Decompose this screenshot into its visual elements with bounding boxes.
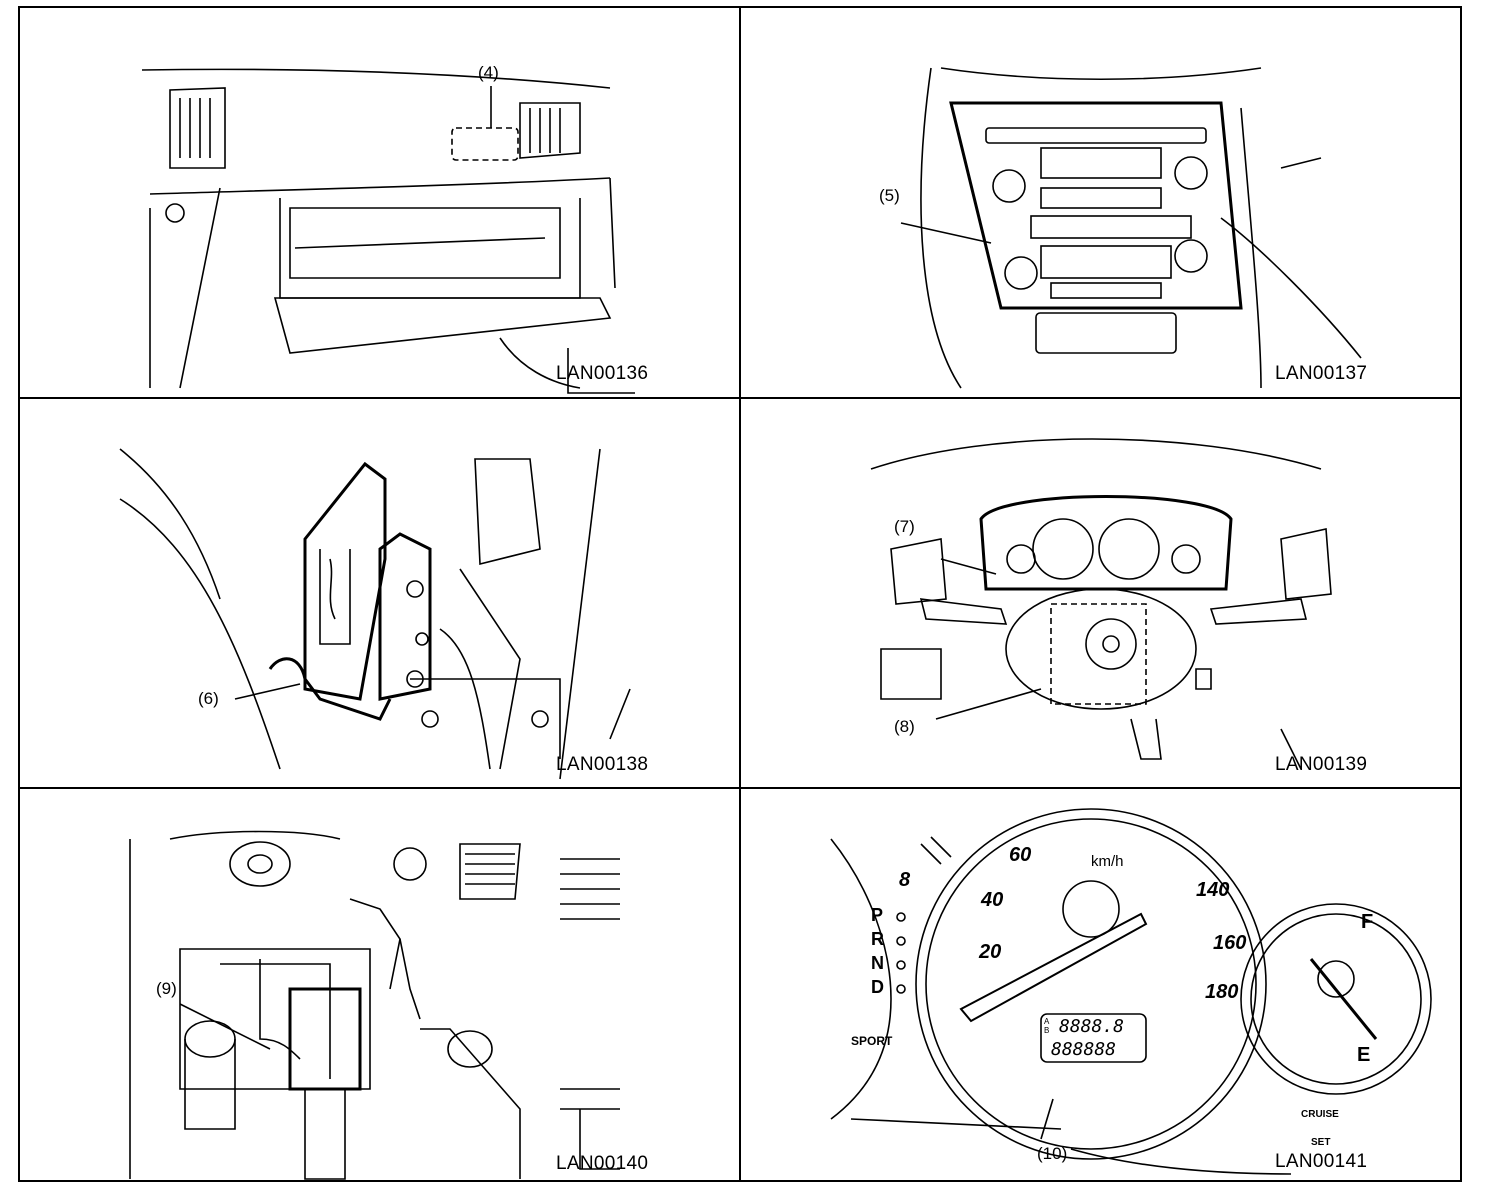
gear-r: R: [871, 929, 884, 949]
figure-code-3: LAN00138: [556, 754, 649, 775]
grid-divider-vertical: [739, 8, 741, 1180]
speed-tick-60: 60: [1009, 844, 1032, 866]
panel-center-console: (5) LAN00137: [741, 8, 1462, 397]
callout-4: (4): [478, 63, 499, 82]
engine-bay-illustration: [129, 830, 620, 1180]
steering-wheel-illustration: [870, 438, 1332, 770]
odometer-top-display: 8888.8: [1059, 1016, 1125, 1037]
center-console-illustration: [900, 67, 1362, 389]
callout-5: (5): [879, 186, 900, 205]
sport-label: SPORT: [851, 1034, 893, 1048]
gear-d: D: [871, 977, 884, 997]
figure-code-1: LAN00136: [556, 363, 649, 384]
location-box-8: [1050, 603, 1147, 705]
callout-6: (6): [198, 689, 219, 708]
fuel-empty-label: E: [1357, 1044, 1371, 1066]
speed-tick-140: 140: [1196, 879, 1230, 901]
gear-p: P: [871, 905, 884, 925]
speed-tick-40: 40: [981, 889, 1004, 911]
speed-tick-20: 20: [979, 941, 1002, 963]
tach-tick-8: 8: [899, 869, 911, 891]
odometer-ab-indicator: A B: [1044, 1017, 1050, 1035]
speedometer-illustration: [830, 808, 1432, 1175]
figure-code-4: LAN00139: [1275, 754, 1368, 775]
panel-speedometer: 8 60 40 20 140 160 180 km/h P R N D SPOR…: [741, 789, 1462, 1182]
figure-code-5: LAN00140: [556, 1153, 649, 1174]
cruise-label: CRUISE: [1301, 1109, 1339, 1120]
odometer-bottom-display: 888888: [1051, 1039, 1117, 1060]
grid-divider-horizontal-2: [20, 787, 1460, 789]
figure-grid: (4) LAN00136 (5) LAN00137: [18, 6, 1462, 1182]
speed-tick-160: 160: [1213, 932, 1247, 954]
callout-8: (8): [894, 717, 915, 736]
panel-glove-box: (4) LAN00136: [20, 8, 739, 397]
figure-code-6: LAN00141: [1275, 1151, 1368, 1172]
figure-code-2: LAN00137: [1275, 363, 1368, 384]
callout-10: (10): [1037, 1144, 1068, 1163]
set-label: SET: [1311, 1137, 1331, 1148]
panel-under-dash: (6) LAN00138: [20, 399, 739, 787]
speed-unit-label: km/h: [1091, 853, 1124, 870]
location-box-4: [451, 127, 519, 161]
under-dash-illustration: [119, 448, 631, 780]
panel-steering-wheel: (7) (8) LAN00139: [741, 399, 1462, 787]
grid-divider-horizontal-1: [20, 397, 1460, 399]
panel-engine-bay: (9) LAN00140: [20, 789, 739, 1182]
speed-tick-180: 180: [1205, 981, 1239, 1003]
callout-7: (7): [894, 517, 915, 536]
gear-n: N: [871, 953, 884, 973]
fuel-full-label: F: [1361, 911, 1374, 933]
glove-box-illustration: [141, 68, 635, 394]
callout-9: (9): [156, 979, 177, 998]
